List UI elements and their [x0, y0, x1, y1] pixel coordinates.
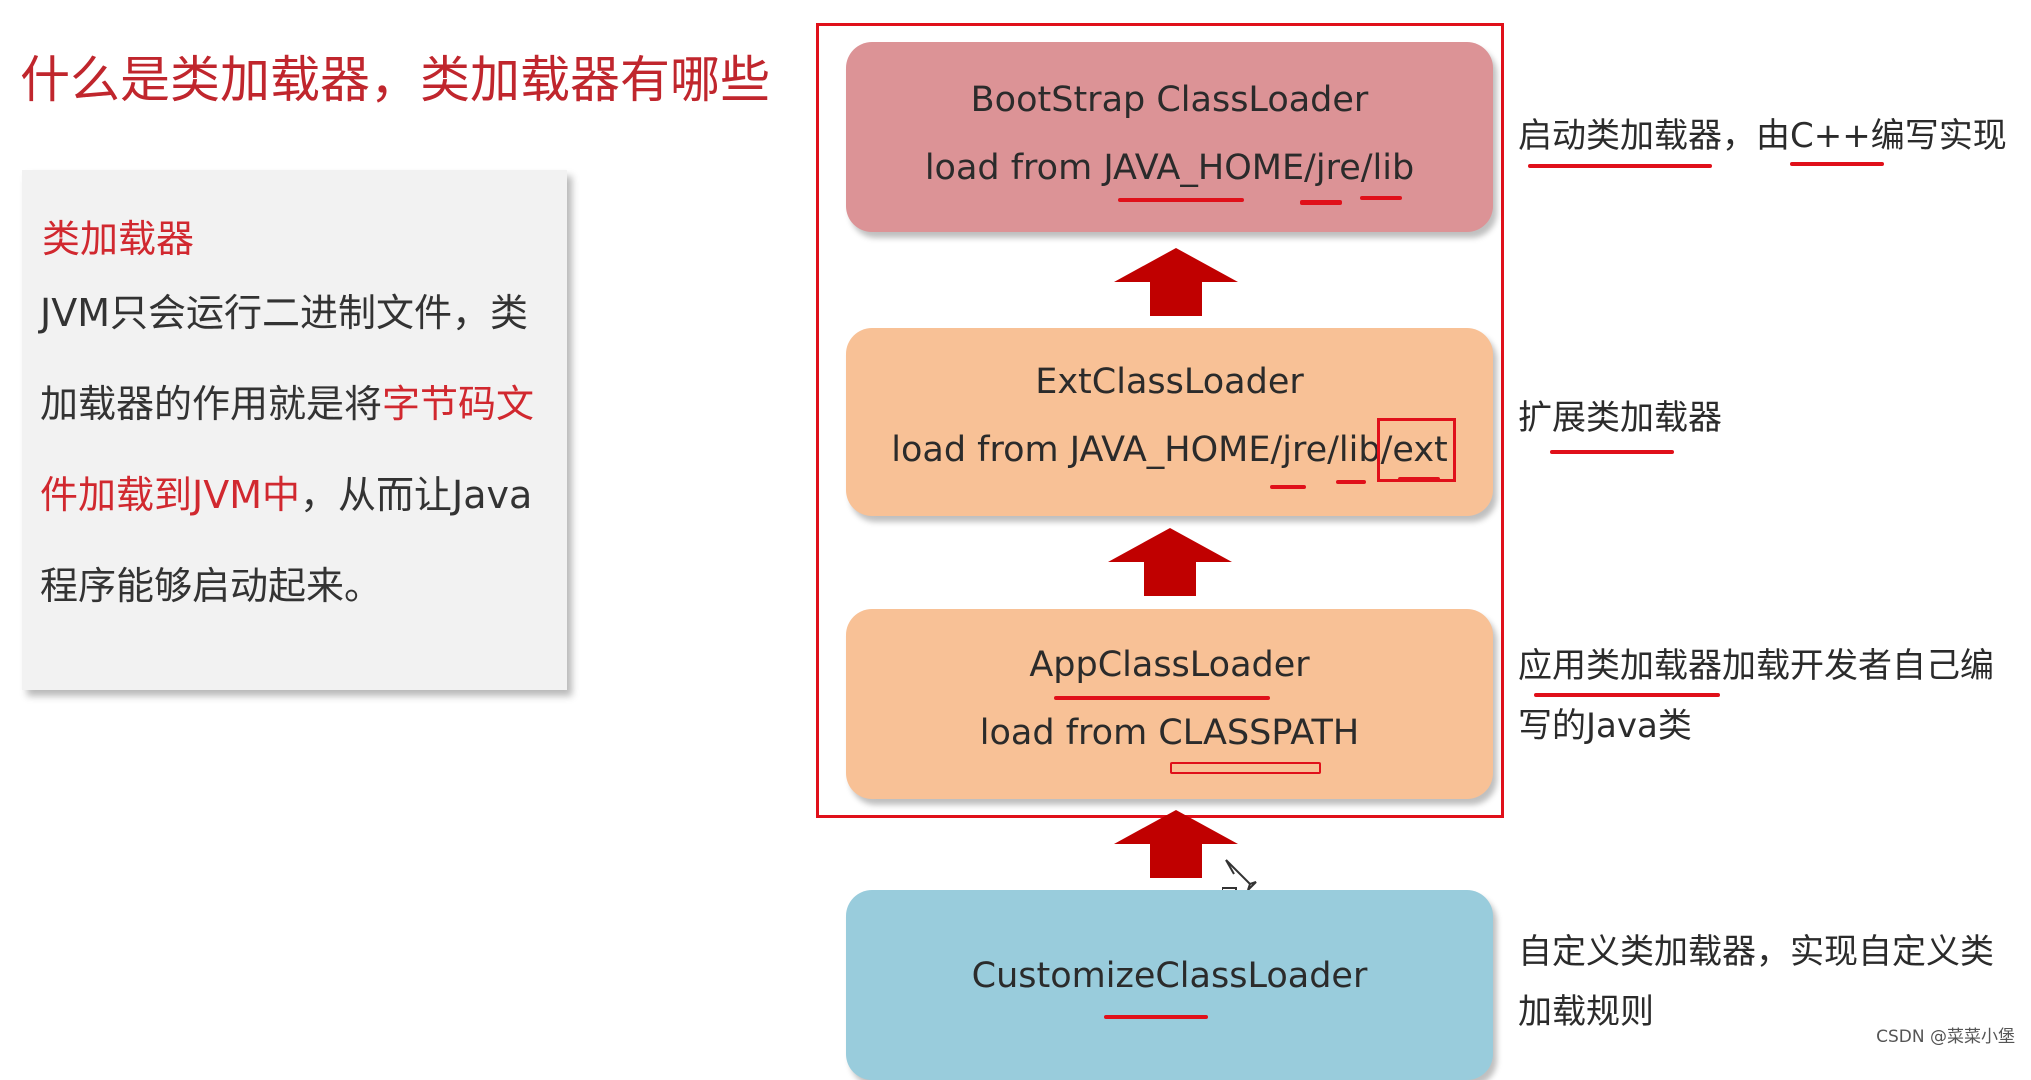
info-card: 类加载器 JVM只会运行二进制文件，类加载器的作用就是将字节码文件加载到JVM中… [22, 170, 567, 690]
builtin-loaders-frame [816, 23, 1504, 818]
underline-java-home [1118, 198, 1244, 202]
underline-app-annotation [1534, 693, 1720, 697]
ext-classloader-box: ExtClassLoader load from JAVA_HOME/jre/l… [846, 328, 1493, 516]
underline-cpp [1790, 162, 1884, 166]
up-arrow-shape [1114, 248, 1238, 316]
underline-ext-annotation [1550, 450, 1674, 454]
customize-annotation: 自定义类加载器，实现自定义类加载规则 [1518, 932, 1994, 1032]
bootstrap-classloader-name: BootStrap ClassLoader [970, 80, 1369, 120]
pen-cursor-body [1225, 859, 1257, 891]
underline-jre-ext [1270, 485, 1306, 489]
underline-customize [1104, 1015, 1208, 1019]
ext-classloader-path: load from JAVA_HOME/jre/lib/ext [846, 430, 1493, 470]
watermark: CSDN @菜菜小堡 [1876, 1027, 2015, 1047]
underline-bootstrap-annotation [1528, 164, 1712, 168]
ext-classloader-path-ext: /ext [1380, 430, 1448, 470]
ext-classloader-name: ExtClassLoader [1035, 362, 1304, 402]
app-classloader-path: load from CLASSPATH [979, 713, 1360, 753]
bootstrap-classloader-box: BootStrap ClassLoader load from JAVA_HOM… [846, 42, 1493, 232]
bootstrap-classloader-path: load from JAVA_HOME/jre/lib [924, 148, 1415, 188]
up-arrow-shape [1108, 528, 1232, 596]
up-arrow-icon [1114, 248, 1238, 316]
info-card-title: 类加载器 [42, 217, 195, 261]
ext-highlight-box [1377, 418, 1456, 482]
customize-classloader-name: CustomizeClassLoader [971, 956, 1368, 996]
classpath-highlight-box [1170, 762, 1321, 774]
bootstrap-annotation: 启动类加载器，由C++编写实现 [1518, 116, 2007, 156]
ext-classloader-path-prefix: load from JAVA_HOME/jre/lib [891, 430, 1381, 470]
page-title: 什么是类加载器，类加载器有哪些 [20, 51, 770, 109]
info-card-body: JVM只会运行二进制文件，类加载器的作用就是将字节码文件加载到JVM中，从而让J… [40, 268, 555, 632]
up-arrow-shape [1114, 810, 1238, 878]
pen-cursor-tip [1225, 859, 1235, 875]
underline-jre [1300, 200, 1342, 205]
info-card-highlight: 字节码文件加载到JVM中 [40, 382, 535, 517]
underline-appclassloader [1054, 696, 1270, 700]
info-card-body-text: JVM只会运行二进制文件，类加载器的作用就是将 [40, 291, 528, 426]
underline-ext [1398, 477, 1440, 481]
app-classloader-name: AppClassLoader [1029, 645, 1310, 685]
up-arrow-icon [1114, 810, 1238, 878]
app-annotation: 应用类加载器加载开发者自己编写的Java类 [1518, 646, 1994, 746]
up-arrow-icon [1108, 528, 1232, 596]
underline-lib [1360, 196, 1402, 200]
info-card-body-text-end: ，从而让Java程序能够启动起来。 [40, 473, 533, 608]
customize-classloader-box: CustomizeClassLoader [846, 890, 1493, 1080]
underline-lib-ext [1336, 480, 1366, 484]
app-classloader-box: AppClassLoader load from CLASSPATH [846, 609, 1493, 799]
ext-annotation: 扩展类加载器 [1518, 398, 1722, 438]
